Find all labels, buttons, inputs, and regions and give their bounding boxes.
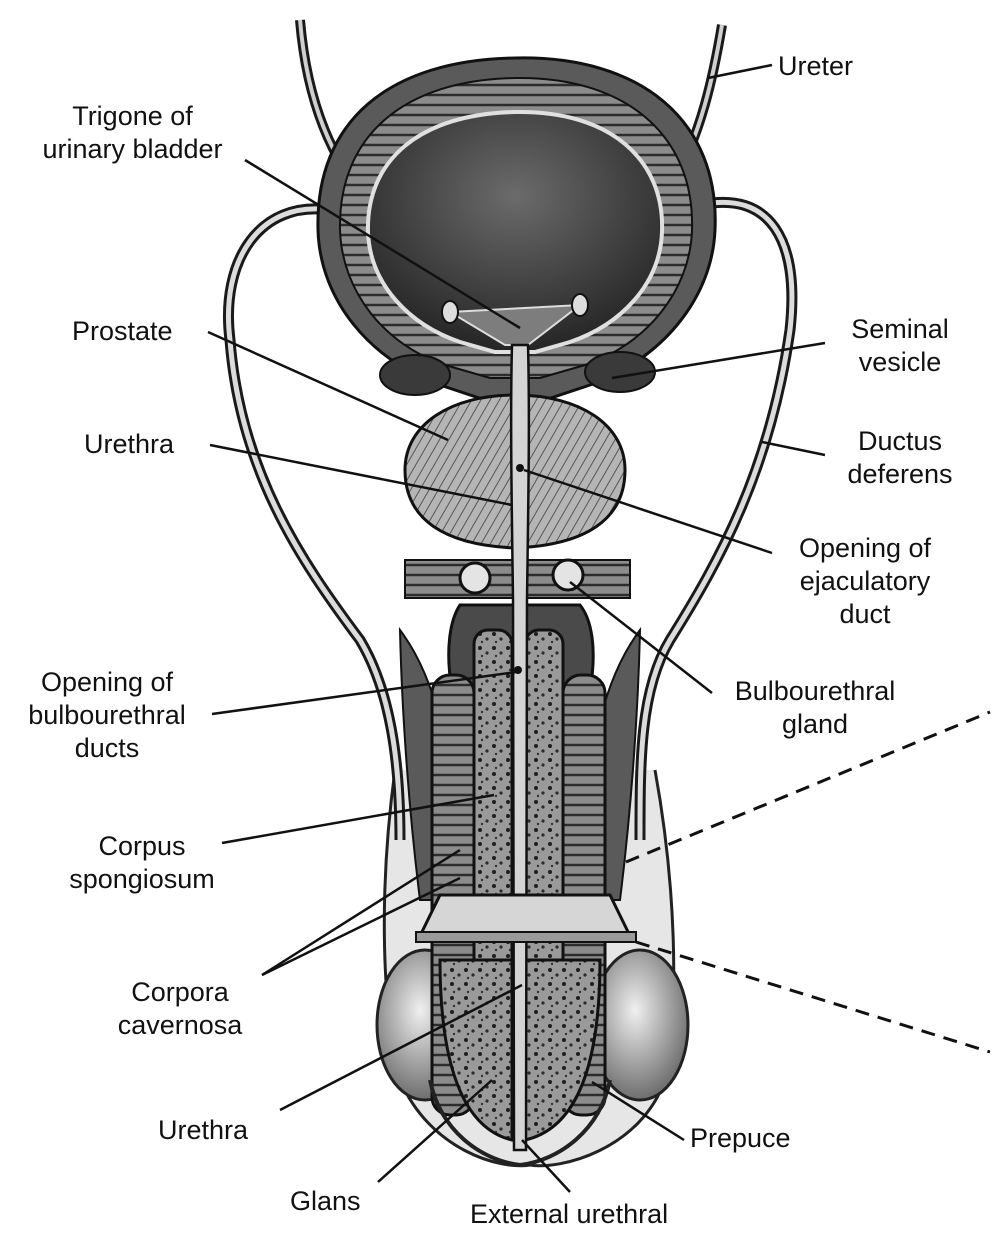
leader-corpora-cavernosa-2 <box>261 876 461 977</box>
left-ureteric-orifice <box>441 300 459 324</box>
leader-glans <box>377 1079 493 1183</box>
label-glans: Glans <box>290 1186 361 1216</box>
label-opening-bulbourethral: Opening of bulbourethral ducts <box>28 667 186 763</box>
leader-urethra-lower <box>279 983 523 1112</box>
label-external-urethral: External urethral <box>470 1199 669 1229</box>
label-trigone: Trigone of urinary bladder <box>42 101 223 164</box>
glans-left <box>438 958 514 1142</box>
projection-line-lower <box>635 940 991 1054</box>
label-ureter: Ureter <box>778 51 854 81</box>
leader-lines <box>207 63 826 1193</box>
left-ductus-deferens-inner <box>226 206 403 841</box>
leader-corpus-spongiosum <box>221 793 495 845</box>
leader-prostate <box>207 330 449 442</box>
leader-ductus-deferens <box>761 440 826 457</box>
leader-prepuce <box>591 1080 685 1142</box>
label-urethra-upper: Urethra <box>84 429 175 459</box>
cross-section-edge <box>415 931 637 943</box>
ejaculatory-duct-opening <box>516 464 524 472</box>
left-seminal-vesicle <box>379 354 451 396</box>
label-corpora-cavernosa: Corpora cavernosa <box>117 977 243 1040</box>
label-bulbourethral-gland: Bulbourethral gland <box>734 676 896 739</box>
right-ureteric-orifice <box>571 293 589 317</box>
right-ductus-deferens-inner <box>637 199 795 841</box>
label-seminal-vesicle: Seminal vesicle <box>851 314 949 377</box>
leader-corpora-cavernosa <box>261 848 461 977</box>
label-prepuce: Prepuce <box>690 1123 791 1153</box>
label-corpus-spongiosum: Corpus spongiosum <box>69 831 215 894</box>
leader-seminal-vesicle <box>611 341 826 380</box>
leader-opening-bulbourethral <box>211 670 517 716</box>
leader-trigone <box>244 158 521 330</box>
left-bulbourethral-gland <box>458 561 492 595</box>
leader-ureter <box>707 63 773 80</box>
urethra <box>509 343 531 1152</box>
label-urethra-lower: Urethra <box>158 1115 249 1145</box>
projection-line-upper <box>625 710 991 864</box>
leader-urethra-upper <box>209 443 513 507</box>
label-ductus-deferens: Ductus deferens <box>847 426 953 489</box>
glans-right <box>523 958 602 1142</box>
label-prostate: Prostate <box>72 316 173 346</box>
leader-bulbourethral-gland <box>569 581 713 694</box>
leader-opening-ejaculatory <box>523 468 773 555</box>
right-crus <box>599 626 642 901</box>
leader-external-urethral <box>521 1139 571 1193</box>
right-bulbourethral-gland <box>551 558 585 592</box>
label-opening-ejaculatory: Opening of ejaculatory duct <box>798 533 932 629</box>
